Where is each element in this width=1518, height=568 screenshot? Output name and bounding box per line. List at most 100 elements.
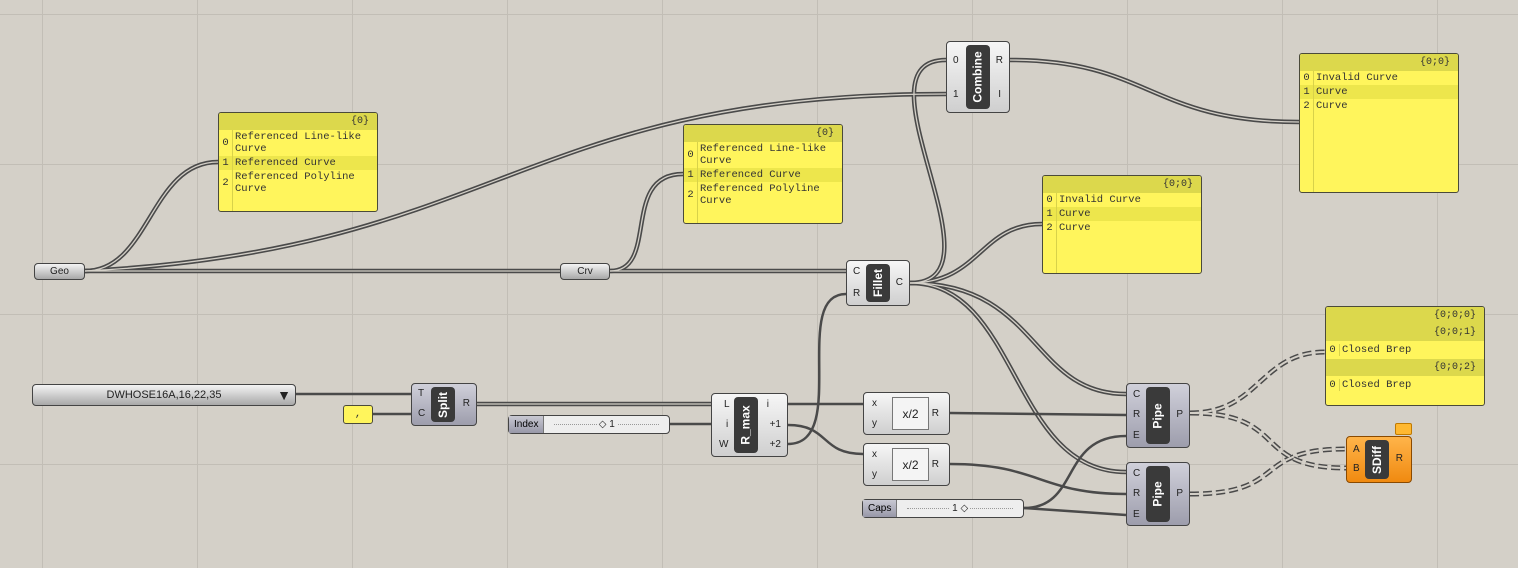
input-0[interactable]: 0 bbox=[953, 55, 959, 66]
row-text: Curve bbox=[1316, 100, 1348, 112]
panel-header: {0} bbox=[684, 125, 842, 142]
input-l[interactable]: L bbox=[724, 399, 730, 410]
input-c[interactable]: C bbox=[1133, 389, 1141, 400]
row-text: Referenced Line-like Curve bbox=[235, 131, 362, 155]
fillet-component[interactable]: Fillet C R C bbox=[846, 260, 910, 306]
input-x[interactable]: x bbox=[872, 398, 877, 409]
input-t[interactable]: T bbox=[418, 388, 425, 399]
warning-balloon-icon[interactable] bbox=[1395, 423, 1412, 435]
row-text: Referenced Line-like Curve bbox=[700, 143, 827, 167]
component-name: Pipe bbox=[1151, 402, 1165, 429]
panel-header: {0} bbox=[219, 113, 377, 130]
output-p[interactable]: P bbox=[1176, 488, 1183, 499]
row-index: 1 bbox=[219, 157, 233, 169]
input-r[interactable]: R bbox=[1133, 488, 1141, 499]
double-wires bbox=[82, 57, 1302, 475]
input-e[interactable]: E bbox=[1133, 509, 1140, 520]
row-index: 0 bbox=[1326, 379, 1340, 391]
crv-param[interactable]: Crv bbox=[560, 263, 610, 280]
output-i[interactable]: i bbox=[766, 399, 769, 410]
output-r[interactable]: R bbox=[1395, 453, 1403, 464]
slider-value: 1 bbox=[952, 503, 958, 514]
separator-text: , bbox=[354, 408, 362, 420]
separator-panel[interactable]: , bbox=[343, 405, 373, 424]
dropdown-triangle-icon[interactable]: ▼ bbox=[277, 387, 291, 403]
wire-expr2-pipe2 bbox=[949, 462, 1127, 496]
caps-slider[interactable]: Caps 1 ◇ bbox=[862, 499, 1024, 518]
dashed-wires bbox=[1189, 349, 1347, 497]
combine-component[interactable]: Combine 0 1 R I bbox=[946, 41, 1010, 113]
row-text: Curve bbox=[1059, 222, 1091, 234]
rmax-cluster[interactable]: R_max L i W i +1 +2 bbox=[711, 393, 788, 457]
wire-caps-pipe2 bbox=[1023, 506, 1127, 517]
geo-label: Geo bbox=[50, 266, 69, 277]
row-index: 1 bbox=[684, 169, 698, 181]
input-r[interactable]: R bbox=[853, 288, 861, 299]
row-index: 0 bbox=[1043, 194, 1057, 206]
wire-expr1-pipe1 bbox=[949, 411, 1127, 417]
geo-param[interactable]: Geo bbox=[34, 263, 85, 280]
row-text: Referenced Curve bbox=[700, 169, 801, 181]
slider-track[interactable]: ◇ 1 bbox=[544, 416, 669, 433]
split-component[interactable]: Split T C R bbox=[411, 383, 477, 426]
row-text: Referenced Polyline Curve bbox=[700, 183, 820, 207]
panel-header: {0;0;2} bbox=[1326, 359, 1484, 376]
output-r[interactable]: R bbox=[931, 459, 939, 470]
row-text: Closed Brep bbox=[1342, 379, 1412, 391]
panel-header: {0;0} bbox=[1043, 176, 1201, 193]
wire-rmax-fillet bbox=[787, 292, 847, 446]
input-r[interactable]: R bbox=[1133, 409, 1141, 420]
output-plus1[interactable]: +1 bbox=[769, 419, 781, 430]
component-name: Fillet bbox=[871, 268, 886, 298]
panel-header: {0;0} bbox=[1300, 54, 1458, 71]
row-text: Referenced Curve bbox=[235, 157, 336, 169]
input-y[interactable]: y bbox=[872, 418, 877, 429]
slider-track[interactable]: 1 ◇ bbox=[897, 500, 1023, 517]
expression-text[interactable]: x/2 bbox=[892, 448, 929, 481]
row-text: Invalid Curve bbox=[1059, 194, 1141, 206]
output-c[interactable]: C bbox=[895, 277, 903, 288]
input-b[interactable]: B bbox=[1353, 463, 1360, 474]
row-index: 0 bbox=[1300, 72, 1314, 84]
pipe-component-1[interactable]: Pipe C R E P bbox=[1126, 383, 1190, 448]
output-r[interactable]: R bbox=[462, 398, 470, 409]
output-p[interactable]: P bbox=[1176, 409, 1183, 420]
expression-component-1[interactable]: x/2 x y R bbox=[863, 392, 950, 435]
input-w[interactable]: W bbox=[719, 439, 729, 450]
wire-combine-panel3 bbox=[1007, 57, 1302, 125]
value-list-selected: DWHOSE16A,16,22,35 bbox=[106, 389, 222, 401]
index-slider[interactable]: Index ◇ 1 bbox=[508, 415, 670, 434]
wire-caps-pipe1 bbox=[1023, 434, 1127, 510]
wire-geo-panel1 bbox=[82, 159, 221, 274]
input-i[interactable]: i bbox=[726, 419, 729, 430]
pipe-component-2[interactable]: Pipe C R E P bbox=[1126, 462, 1190, 526]
row-text: Closed Brep bbox=[1342, 344, 1412, 356]
input-c[interactable]: C bbox=[418, 408, 426, 419]
expression-component-2[interactable]: x/2 x y R bbox=[863, 443, 950, 486]
input-c[interactable]: C bbox=[853, 266, 861, 277]
value-list[interactable]: DWHOSE16A,16,22,35 ▼ bbox=[32, 384, 296, 406]
row-text: Referenced Polyline Curve bbox=[235, 171, 355, 195]
output-r[interactable]: R bbox=[931, 408, 939, 419]
output-plus2[interactable]: +2 bbox=[769, 439, 781, 450]
wire-crv-panel2 bbox=[607, 171, 686, 274]
solid-difference-component[interactable]: SDiff A B R bbox=[1346, 436, 1412, 483]
output-r[interactable]: R bbox=[995, 55, 1003, 66]
component-name: Pipe bbox=[1151, 481, 1165, 507]
input-a[interactable]: A bbox=[1353, 444, 1360, 455]
row-index: 0 bbox=[219, 131, 233, 155]
input-c[interactable]: C bbox=[1133, 468, 1141, 479]
output-i[interactable]: I bbox=[998, 89, 1001, 100]
input-e[interactable]: E bbox=[1133, 430, 1140, 441]
input-1[interactable]: 1 bbox=[953, 89, 959, 100]
row-text: Curve bbox=[1316, 86, 1348, 98]
input-x[interactable]: x bbox=[872, 449, 877, 460]
input-y[interactable]: y bbox=[872, 469, 877, 480]
expression-text[interactable]: x/2 bbox=[892, 397, 929, 430]
